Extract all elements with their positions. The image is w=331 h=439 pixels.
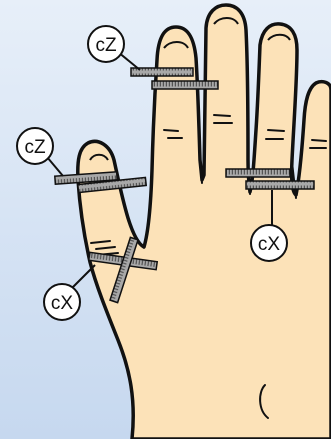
label-text: cZ [95, 35, 117, 56]
index-crease-1 [164, 130, 178, 131]
label-thumb-bottom: cX [44, 284, 80, 320]
splint-ring-lower [246, 181, 314, 189]
label-thumb-top: cZ [17, 128, 53, 164]
label-index-top: cZ [88, 26, 124, 62]
label-text: cX [51, 293, 74, 314]
little-crease-1 [312, 140, 326, 141]
label-ring-bottom: cX [251, 225, 287, 261]
middle-crease-1 [214, 115, 230, 116]
ring-crease-1 [268, 130, 284, 131]
splint-ring-upper [226, 169, 290, 177]
label-text: cZ [24, 137, 46, 158]
splint-index-lower [152, 81, 218, 89]
label-text: cX [258, 234, 281, 255]
